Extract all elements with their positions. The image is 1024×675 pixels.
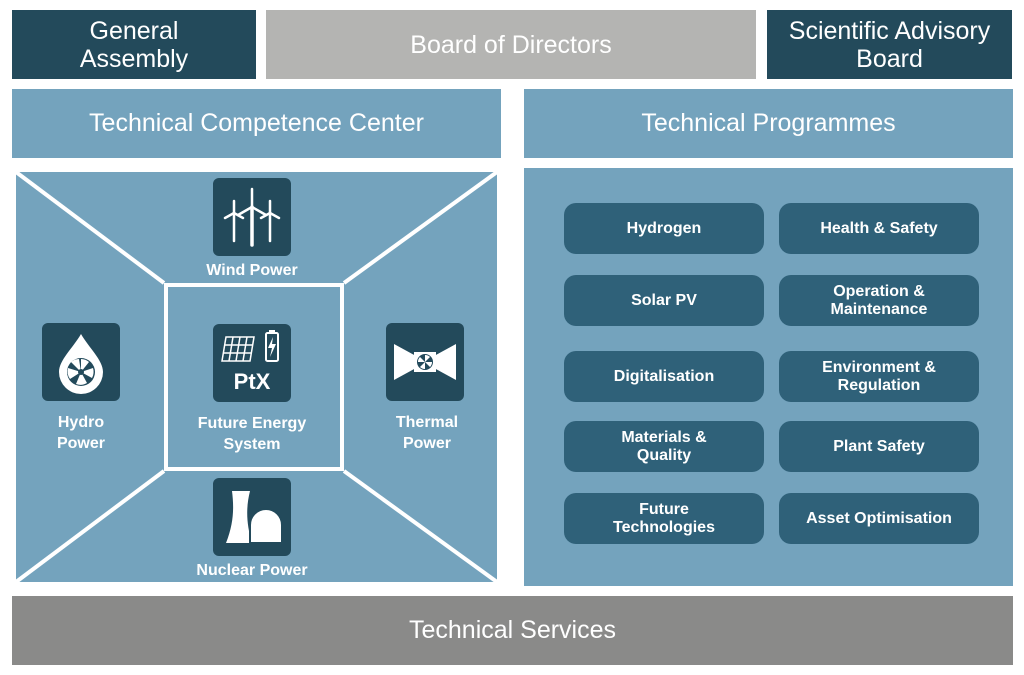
solar-battery-ptx-icon: PtX	[213, 324, 291, 402]
programme-health-safety[interactable]: Health & Safety	[779, 203, 979, 254]
general-assembly-label: General Assembly	[79, 16, 189, 73]
competence-center-header: Technical Competence Center	[12, 89, 501, 158]
nuclear-power-label: Nuclear Power	[196, 562, 308, 579]
programmes-title: Technical Programmes	[641, 109, 896, 137]
programme-future-technologies[interactable]: Future Technologies	[564, 493, 764, 544]
programme-materials-quality[interactable]: Materials & Quality	[564, 421, 764, 472]
board-of-directors-box: Board of Directors	[266, 10, 756, 79]
programme-plant-safety[interactable]: Plant Safety	[779, 421, 979, 472]
board-of-directors-label: Board of Directors	[410, 30, 612, 59]
competence-center-panel: Wind Power Hydro Power	[12, 168, 501, 586]
thermal-power-label: Thermal Power	[395, 414, 459, 452]
ptx-icon-text: PtX	[234, 369, 271, 394]
center-square	[164, 283, 344, 471]
cooling-tower-icon	[213, 478, 291, 556]
steam-turbine-icon	[386, 323, 464, 401]
programme-hydrogen[interactable]: Hydrogen	[564, 203, 764, 254]
scientific-advisory-board-label: Scientific Advisory Board	[788, 16, 991, 73]
programmes-header: Technical Programmes	[524, 89, 1013, 158]
future-energy-system-label: Future Energy System	[197, 415, 307, 453]
wind-power-label: Wind Power	[206, 262, 298, 279]
wind-turbines-icon	[213, 178, 291, 256]
scientific-advisory-board-box: Scientific Advisory Board	[767, 10, 1012, 79]
programme-asset-optimisation[interactable]: Asset Optimisation	[779, 493, 979, 544]
competence-center-title: Technical Competence Center	[89, 109, 424, 137]
programme-operation-maintenance[interactable]: Operation & Maintenance	[779, 275, 979, 326]
programme-solar-pv[interactable]: Solar PV	[564, 275, 764, 326]
programmes-panel: Hydrogen Health & Safety Solar PV Operat…	[524, 168, 1013, 586]
programme-digitalisation[interactable]: Digitalisation	[564, 351, 764, 402]
technical-services-label: Technical Services	[408, 616, 617, 644]
programme-environment-regulation[interactable]: Environment & Regulation	[779, 351, 979, 402]
general-assembly-box: General Assembly	[12, 10, 256, 79]
water-drop-turbine-icon	[42, 323, 120, 401]
perspective-lines	[12, 168, 501, 586]
hydro-power-label: Hydro Power	[56, 414, 105, 452]
technical-services-bar: Technical Services	[12, 596, 1013, 665]
